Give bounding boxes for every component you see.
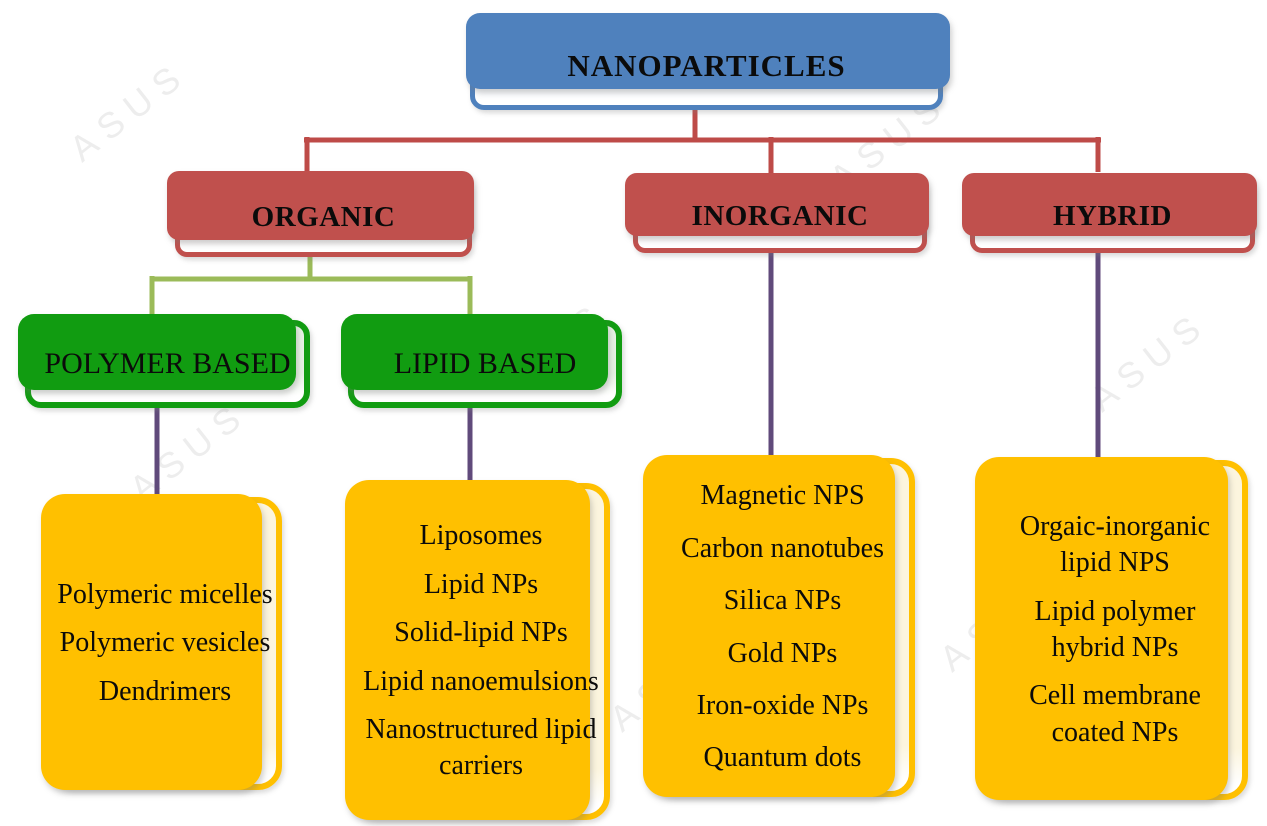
- list-item: Cell membrane coated NPs: [1029, 680, 1201, 748]
- node-polymer-based-label: POLYMER BASED: [44, 347, 291, 380]
- list-lipid-based: Liposomes Lipid NPs Solid-lipid NPs Lipi…: [345, 480, 610, 820]
- node-lipid-based-label: LIPID BASED: [393, 347, 577, 380]
- list-item: Lipid NPs: [423, 568, 539, 600]
- list-item: Orgaic-inorganic lipid NPS: [1019, 510, 1211, 579]
- node-organic: ORGANIC: [167, 171, 474, 257]
- node-organic-label: ORGANIC: [251, 201, 396, 233]
- list-hybrid: Orgaic-inorganic lipid NPS Lipid polymer…: [975, 457, 1248, 800]
- list-item: Polymeric micelles: [57, 578, 273, 610]
- list-inorganic: Magnetic NPS Carbon nanotubes Silica NPs…: [643, 455, 915, 797]
- node-polymer-based: POLYMER BASED: [18, 314, 310, 408]
- list-item: Lipid polymer hybrid NPs: [1034, 595, 1196, 663]
- list-item: Dendrimers: [98, 675, 232, 707]
- list-item: Quantum dots: [703, 742, 862, 774]
- list-item: Silica NPs: [723, 585, 842, 617]
- list-item: Polymeric vesicles: [59, 627, 271, 659]
- node-hybrid: HYBRID: [962, 173, 1257, 253]
- list-item: Liposomes: [419, 520, 543, 552]
- node-lipid-based: LIPID BASED: [341, 314, 622, 408]
- connector-organic-to-subbranches: [149, 257, 473, 318]
- list-item: Carbon nanotubes: [681, 532, 884, 564]
- list-item: Magnetic NPS: [700, 480, 865, 512]
- node-hybrid-label: HYBRID: [1052, 200, 1172, 232]
- node-inorganic: INORGANIC: [625, 173, 929, 253]
- node-nanoparticles-label: NANOPARTICLES: [567, 48, 846, 83]
- node-inorganic-label: INORGANIC: [691, 200, 869, 232]
- node-nanoparticles: NANOPARTICLES: [466, 13, 950, 110]
- list-item: Iron-oxide NPs: [696, 689, 869, 721]
- list-item: Nanostructured lipid carriers: [365, 713, 597, 782]
- list-item: Solid-lipid NPs: [394, 617, 568, 649]
- connectors-to-lists: [154, 252, 1101, 500]
- list-item: Gold NPs: [727, 637, 838, 669]
- list-polymer-based: Polymeric micelles Polymeric vesicles De…: [41, 494, 282, 790]
- list-item: Lipid nanoemulsions: [363, 665, 599, 697]
